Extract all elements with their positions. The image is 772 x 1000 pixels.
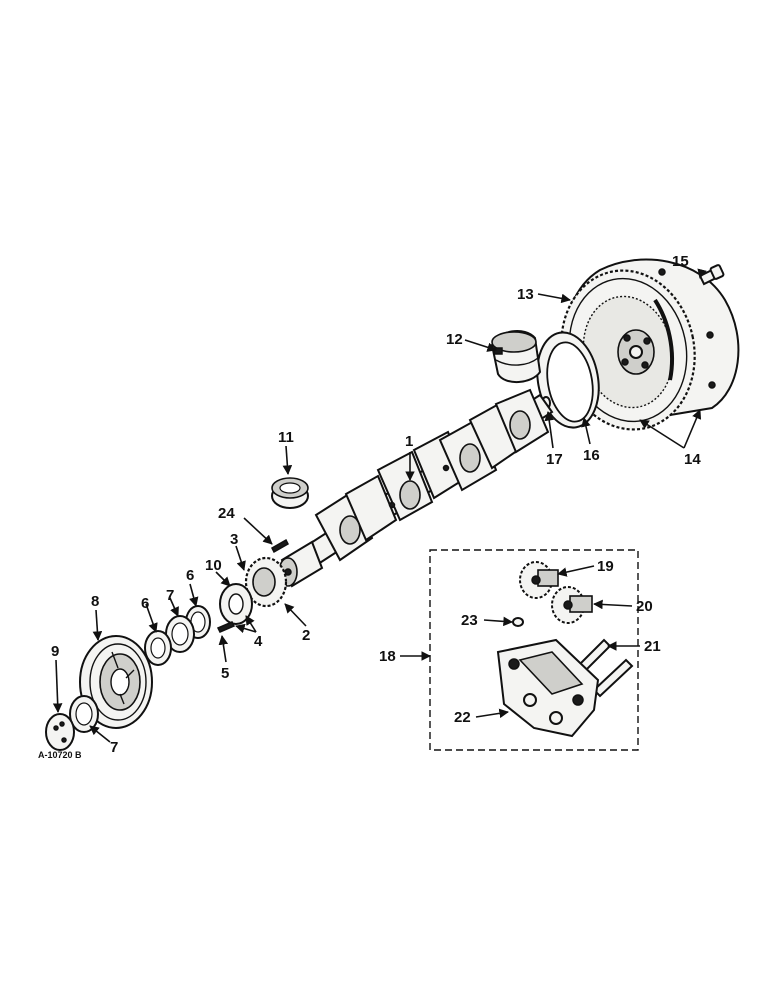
callout-3: 3 <box>230 531 238 548</box>
leader-lines <box>52 268 707 743</box>
callout-19: 19 <box>597 558 614 575</box>
seal-rings <box>144 605 211 666</box>
callout-11: 11 <box>278 429 294 446</box>
callout-21: 21 <box>644 638 661 655</box>
oil-pump-drive-gear <box>519 561 559 599</box>
callout-16: 16 <box>583 447 600 464</box>
callout-7-lower: 7 <box>110 739 118 756</box>
callout-4: 4 <box>254 633 263 650</box>
seal-ring <box>536 331 600 429</box>
callout-17: 17 <box>546 451 563 468</box>
flywheel-bolt <box>698 264 725 286</box>
pulley-nut <box>45 713 75 751</box>
rear-main-bearing <box>490 329 542 383</box>
oil-pump-idler-gear <box>551 586 593 624</box>
callout-8: 8 <box>91 593 99 610</box>
oil-pump-inset-box <box>429 549 639 751</box>
callout-1: 1 <box>405 433 413 450</box>
callout-7-upper: 7 <box>166 587 174 604</box>
figure-code: A-10720 B <box>38 750 82 760</box>
callout-20: 20 <box>636 598 653 615</box>
crankshaft-pulley <box>79 635 153 729</box>
callout-22: 22 <box>454 709 471 726</box>
flywheel-assembly <box>560 258 740 431</box>
callout-13: 13 <box>517 286 534 303</box>
callout-14: 14 <box>684 451 701 468</box>
callout-6-left: 6 <box>141 595 149 612</box>
callout-23: 23 <box>461 612 478 629</box>
callout-24: 24 <box>218 505 235 522</box>
callout-9: 9 <box>51 643 59 660</box>
callout-10: 10 <box>205 557 222 574</box>
key-front <box>216 621 236 633</box>
crankshaft <box>278 388 554 588</box>
callout-15: 15 <box>672 253 689 270</box>
oil-pump-washer <box>512 617 524 627</box>
main-bearing <box>271 477 309 509</box>
callout-18: 18 <box>379 648 396 665</box>
callout-labels: 1 2 3 4 5 6 6 7 7 8 9 10 11 12 13 14 15 … <box>51 253 701 756</box>
callout-6-right: 6 <box>186 567 194 584</box>
oil-pump-body <box>496 638 600 738</box>
callout-2: 2 <box>302 627 310 644</box>
woodruff-key <box>271 538 289 554</box>
callout-12: 12 <box>446 331 463 348</box>
callout-5: 5 <box>221 665 229 682</box>
spacer <box>219 583 253 625</box>
oil-pump-shafts <box>574 638 634 698</box>
crankshaft-gear <box>244 556 288 608</box>
